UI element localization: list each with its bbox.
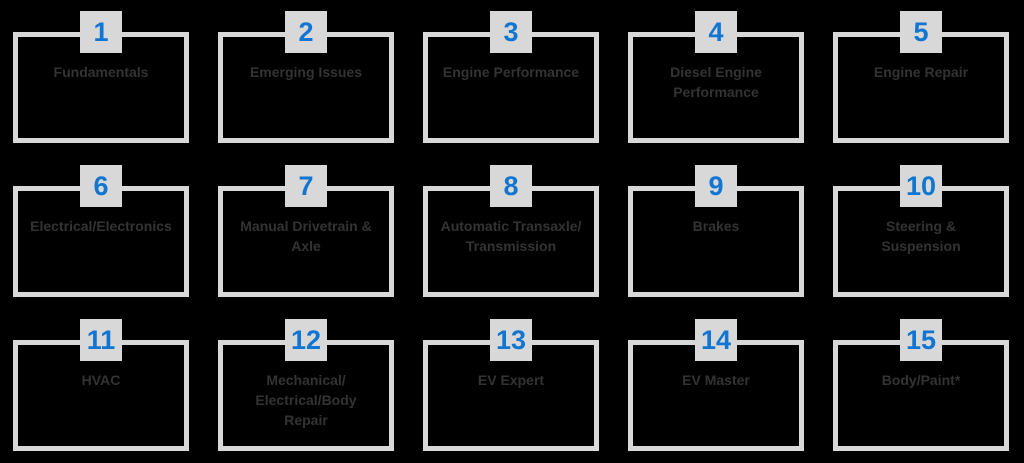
category-number-badge: 7 <box>285 165 327 207</box>
category-number: 9 <box>708 170 724 201</box>
category-label: EV Master <box>682 372 750 388</box>
category-label: Steering & Suspension <box>881 218 961 254</box>
category-card-10: 10 Steering & Suspension <box>833 165 1009 297</box>
category-card-11: 11 HVAC <box>13 319 189 451</box>
category-label: Engine Performance <box>442 64 580 80</box>
category-label: Engine Repair <box>873 64 969 80</box>
category-number-badge: 14 <box>695 319 737 361</box>
category-card-14: 14 EV Master <box>628 319 804 451</box>
category-number-badge: 13 <box>490 319 532 361</box>
category-number-badge: 2 <box>285 11 327 53</box>
category-number-badge: 3 <box>490 11 532 53</box>
category-card-13: 13 EV Expert <box>423 319 599 451</box>
category-label: Emerging Issues <box>249 64 363 80</box>
category-label: Electrical/Electronics <box>30 218 172 234</box>
category-number-badge: 4 <box>695 11 737 53</box>
category-label: Automatic Transaxle/ Transmission <box>440 218 582 254</box>
category-number: 15 <box>905 324 937 355</box>
category-label: Mechanical/ Electrical/Body Repair <box>255 372 357 428</box>
category-card-2: 2 Emerging Issues <box>218 11 394 143</box>
category-card-8: 8 Automatic Transaxle/ Transmission <box>423 165 599 297</box>
category-label: Brakes <box>692 218 740 234</box>
category-number: 8 <box>503 170 519 201</box>
category-card-9: 9 Brakes <box>628 165 804 297</box>
category-number: 7 <box>298 170 314 201</box>
category-number-badge: 9 <box>695 165 737 207</box>
category-number-badge: 11 <box>80 319 122 361</box>
category-label: EV Expert <box>477 372 545 388</box>
category-number-badge: 1 <box>80 11 122 53</box>
category-box: Steering & Suspension <box>833 186 1009 297</box>
category-number: 12 <box>290 324 322 355</box>
category-card-12: 12 Mechanical/ Electrical/Body Repair <box>218 319 394 451</box>
category-number: 1 <box>93 16 109 47</box>
category-number: 6 <box>93 170 109 201</box>
category-number: 2 <box>298 16 314 47</box>
category-label: Body/Paint* <box>881 372 961 388</box>
category-card-5: 5 Engine Repair <box>833 11 1009 143</box>
category-number: 13 <box>495 324 527 355</box>
category-card-7: 7 Manual Drivetrain & Axle <box>218 165 394 297</box>
category-card-4: 4 Diesel Engine Performance <box>628 11 804 143</box>
category-number-badge: 12 <box>285 319 327 361</box>
category-number: 4 <box>708 16 724 47</box>
category-number: 11 <box>86 324 116 355</box>
category-card-15: 15 Body/Paint* <box>833 319 1009 451</box>
category-card-3: 3 Engine Performance <box>423 11 599 143</box>
category-number-badge: 8 <box>490 165 532 207</box>
category-card-1: 1 Fundamentals <box>13 11 189 143</box>
category-label: Manual Drivetrain & Axle <box>240 218 372 254</box>
category-number: 5 <box>913 16 929 47</box>
category-number-badge: 5 <box>900 11 942 53</box>
category-number-badge: 10 <box>900 165 942 207</box>
category-number: 14 <box>700 324 732 355</box>
category-number-badge: 6 <box>80 165 122 207</box>
category-label: Diesel Engine Performance <box>670 64 762 100</box>
category-number-badge: 15 <box>900 319 942 361</box>
category-number: 10 <box>905 170 937 201</box>
category-number: 3 <box>503 16 519 47</box>
category-card-6: 6 Electrical/Electronics <box>13 165 189 297</box>
category-label: Fundamentals <box>53 64 149 80</box>
category-label: HVAC <box>81 372 121 388</box>
